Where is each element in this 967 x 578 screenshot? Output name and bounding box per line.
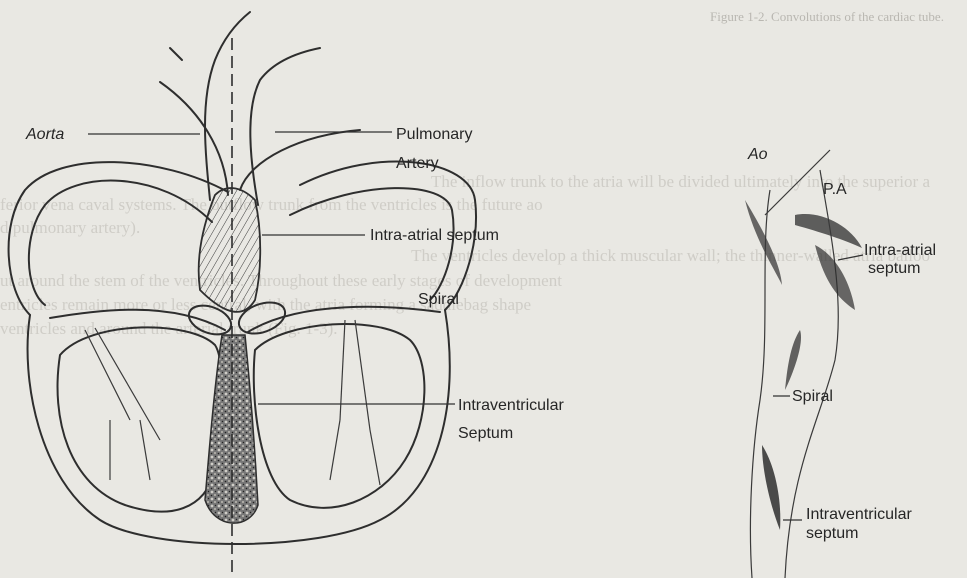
right-septum-diagram: Ao P.A Intra-atrial septum Spiral Intrav… [745,146,936,578]
spiral-shading-pa [795,214,862,248]
bleed-line: d pulmonary artery). [0,218,140,237]
right-intra-atrial-label-2: septum [868,260,920,277]
pulmonary-artery-label-2: Artery [396,155,439,172]
figure-caption: Figure 1-2. Convolutions of the cardiac … [710,9,944,24]
right-ventricle-chamber [254,324,425,508]
pulmonary-artery-label: Pulmonary [396,126,472,143]
right-chordae [330,320,380,485]
bleed-line: The ventricles develop a thick muscular … [411,246,930,265]
bleed-line: ferior vena caval systems. The outflow t… [0,195,543,214]
bleed-line: ut around the stem of the ventricles. Th… [0,271,562,290]
pulmonary-trunk [160,82,228,195]
spiral-label: Spiral [418,291,459,308]
spiral-shading-bottom [762,445,780,530]
right-intraventricular-label-2: septum [806,525,858,542]
pulmonary-branch [240,130,360,190]
bleed-through-text: The inflow trunk to the atria will be di… [0,172,930,338]
bleed-line: The inflow trunk to the atria will be di… [431,172,930,191]
ao-label: Ao [747,146,768,163]
right-intraventricular-label: Intraventricular [806,506,912,523]
right-intra-atrial-label: Intra-atrial [864,242,936,259]
spiral-shading-low [785,330,801,390]
vessel-tick [170,48,182,60]
intraventricular-label: Intraventricular [458,397,564,414]
aorta-label: Aorta [25,126,64,143]
spiral-shading-top [745,200,782,285]
intraventricular-label-2: Septum [458,425,513,442]
aortic-trunk [205,12,250,200]
left-chordae [85,328,160,480]
pa-label: P.A [823,181,847,198]
right-spiral-label: Spiral [792,388,833,405]
left-outer-atrium [9,162,228,315]
left-ventricle-chamber [58,327,223,511]
intra-atrial-septum-label: Intra-atrial septum [370,227,499,244]
